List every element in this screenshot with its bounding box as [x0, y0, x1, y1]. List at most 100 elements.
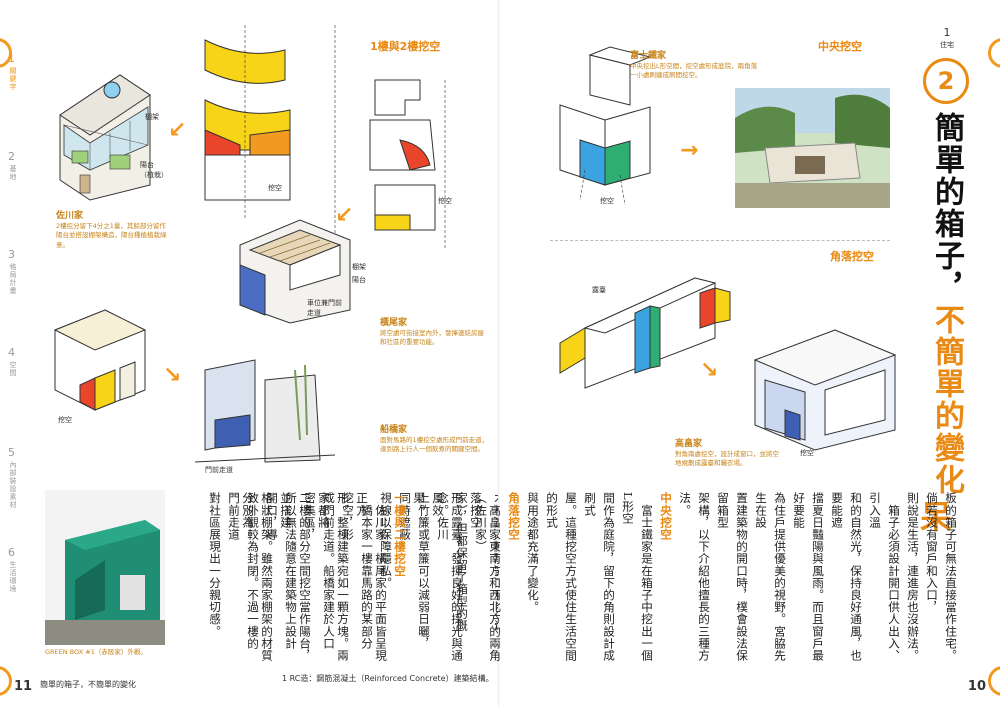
hollow-label: 挖空 — [800, 449, 814, 457]
tab-label: 生活環境 — [9, 561, 17, 593]
body-line: 板的箱子可無法直接當作住宅。倘若沒有窗戶和入口， — [925, 492, 958, 662]
section-number-badge: 2 — [923, 58, 969, 104]
tab-number: 6 — [8, 546, 15, 559]
chapter-label: 住宅 — [940, 41, 954, 49]
floor-hollow-header: 1樓與2樓挖空 — [370, 40, 441, 53]
body-line: 箱子必須設計開口供人出入、引入溫 — [868, 492, 901, 662]
frame-label: 棚架 — [145, 113, 159, 121]
body-line: 高畠家東南方和西北方的兩角落挖空 — [469, 492, 502, 662]
page-corner-ornament — [988, 38, 1000, 68]
frame-label: 棚架 — [352, 263, 366, 271]
body-line: 擋夏日豔陽與風雨。而且窗戶最好要能 — [792, 492, 825, 662]
photo-caption: GREEN BOX #1（赤阪家）外觀。 — [45, 648, 147, 656]
terrace-label: 陽台 — [352, 276, 366, 284]
title-main: 簡單的箱子， — [929, 112, 964, 304]
body-line: 佐川家、橫尾家的平面皆呈現正方 — [355, 492, 388, 662]
floor-exploded-drawing — [204, 25, 446, 250]
arrow-icon: → — [680, 138, 699, 163]
section-heading: 一樓與二樓挖空 — [393, 492, 407, 577]
tab-label: 內部裝設素材 — [9, 461, 17, 509]
tab-number: 5 — [8, 446, 15, 459]
body-line: 格狀棚架。雖然兩家棚架的材質分別為 — [241, 492, 274, 662]
yokoo-house-drawing — [239, 219, 351, 324]
arrow-icon: ↙ — [335, 203, 354, 228]
body-line: 致外觀較為封閉。不過一樓的門前走道 — [227, 492, 260, 650]
body-line: 二樓的部分空間挖空當作陽台，並搭建 — [279, 492, 312, 662]
body-line: 所以無法隨意在建築物上設計開口，導 — [265, 492, 298, 650]
tab-label: 空間 — [9, 361, 17, 377]
body-line: 和的自然光，保持良好通風，也要能遮 — [830, 492, 863, 662]
arrow-icon: ↙ — [168, 118, 187, 143]
tab-label: 基地 — [9, 165, 17, 181]
takahata-house-sketch — [753, 329, 897, 451]
page-number: 10 — [967, 679, 986, 694]
corner-hollow-header: 角落挖空 — [830, 250, 874, 263]
hollow-label: 挖空 — [438, 197, 452, 205]
body-line: 形成露臺，發揮良好的採光與通風效 — [431, 492, 464, 662]
fujikane-caption: 中央挖出L形空間，挖空處形成庭院，兩角落一小處刷纏成刷間挖空。 — [630, 62, 758, 80]
footer-title: 簡單的箱子，不簡單的變化 — [40, 680, 136, 689]
hollow-label: 挖空 — [268, 184, 282, 192]
side-tab-keyword[interactable]: 1 關鍵字 — [8, 52, 28, 91]
funabashi-title: 船橋家 — [380, 425, 408, 435]
section-heading: 中央挖空 — [659, 492, 673, 541]
body-line: 成門前走道。船橋家建於人口密集區， — [303, 492, 336, 650]
footnote: 1 RC造：鋼筋混凝土（Reinforced Concrete）建築結構。 — [282, 674, 494, 683]
tab-number: 4 — [8, 346, 15, 359]
right-body-text: 板的箱子可無法直接當作住宅。倘若沒有窗戶和入口， 則說是生活，連進房也沒辦法。 … — [241, 492, 960, 667]
hollow-label: 挖空 — [600, 197, 614, 205]
body-line: 家），但都保留了箱型的概念。佐川 — [436, 492, 469, 632]
funabashi-caption: 面對馬路的1樓挖空處形成門前走道，達到路上行人一個飲煮的關鍵空間。 — [380, 436, 489, 454]
body-line: 果。 — [412, 492, 426, 517]
side-tab-space[interactable]: 4 空間 — [8, 346, 28, 377]
arrow-icon: ↘ — [163, 363, 182, 388]
yokoo-title: 橫尾家 — [380, 318, 408, 328]
body-line: 橋本家一樓靠馬路的某部分挖空，形 — [341, 492, 374, 650]
fujikane-title: 富士鐵家 — [630, 51, 667, 61]
body-line: 則說是生活，連進房也沒辦法。 — [906, 492, 920, 662]
tab-label: 關鍵字 — [9, 67, 17, 91]
takahata-title: 高畠家 — [675, 439, 703, 449]
section-divider — [550, 240, 890, 241]
page-corner-ornament — [0, 666, 12, 696]
sakawa-title: 佐川家 — [56, 211, 84, 221]
tab-number: 1 — [8, 52, 15, 65]
tab-number: 2 — [8, 150, 15, 163]
body-line: 上竹簾或草簾可以減弱日曬，同時遮蔽 — [398, 492, 431, 650]
center-hollow-header: 中央挖空 — [818, 40, 862, 53]
chapter-number: 1 — [943, 26, 951, 39]
sakawa-house-drawing — [59, 74, 151, 201]
drop-cap: 呆 — [920, 498, 953, 536]
title-accent: 不簡單的變化 — [929, 304, 964, 496]
green-box-photo — [45, 490, 165, 645]
funabashi-street-sketch — [195, 350, 335, 470]
body-line: 富士鐵家是在箱子中挖出一個L形空 — [621, 492, 654, 662]
body-line: 屋。這種挖空方式使住生活空間的形式 — [545, 492, 578, 662]
body-line: 為住戶提供優美的視野。宮脇先生在設 — [754, 492, 787, 662]
terrace-label: 陽台 （植栽） — [140, 161, 168, 179]
body-line: 視線以保障隱私。 — [379, 492, 393, 589]
body-line: 間作為庭院，留下的角則設計成刷式 — [583, 492, 616, 662]
sakawa-caption: 2樓挖分留下4分之1量，其餘部分留作陽台並搭設棚架構造，陽台種植植栽綠意。 — [56, 222, 167, 249]
fujikane-house-drawing — [559, 46, 652, 206]
body-line: 對社區展現出一分親切感。 — [208, 492, 222, 638]
page-number: 11 — [14, 679, 33, 694]
left-page: 1 關鍵字 2 基地 3 格局計畫 4 空間 5 內部裝設素材 6 生活環境 棚… — [0, 25, 507, 696]
body-line: 置建築物的開口時，樸會設法保留箱型 — [716, 492, 749, 662]
takahata-house-drawing — [559, 277, 731, 389]
terrace-label: 露臺 — [592, 286, 606, 294]
side-tab-layout[interactable]: 3 格局計畫 — [8, 248, 28, 295]
yokoo-caption: 將空處可街接室內外，發揮連結房屋和社區的重要功能。 — [380, 329, 484, 347]
hollow-label: 挖空 — [58, 416, 72, 424]
side-tab-environment[interactable]: 6 生活環境 — [8, 546, 28, 593]
takahata-caption: 對角兩處挖空，設計成窗口，並將空地規劃成露臺和曬衣場。 — [675, 450, 779, 468]
tab-label: 格局計畫 — [9, 263, 17, 295]
side-tab-materials[interactable]: 5 內部裝設素材 — [8, 446, 28, 509]
arrow-icon: ↘ — [700, 358, 719, 383]
body-line: 形。整棟建築宛如一顆方塊。兩家都將 — [317, 492, 350, 662]
body-line: 架構，以下介紹他擅長的三種方法。 — [678, 492, 711, 662]
body-line: 與用途都充滿了變化。 — [526, 492, 540, 613]
side-tab-site[interactable]: 2 基地 — [8, 150, 28, 181]
entry-label: 門前走道 — [205, 466, 233, 474]
tab-number: 3 — [8, 248, 15, 261]
